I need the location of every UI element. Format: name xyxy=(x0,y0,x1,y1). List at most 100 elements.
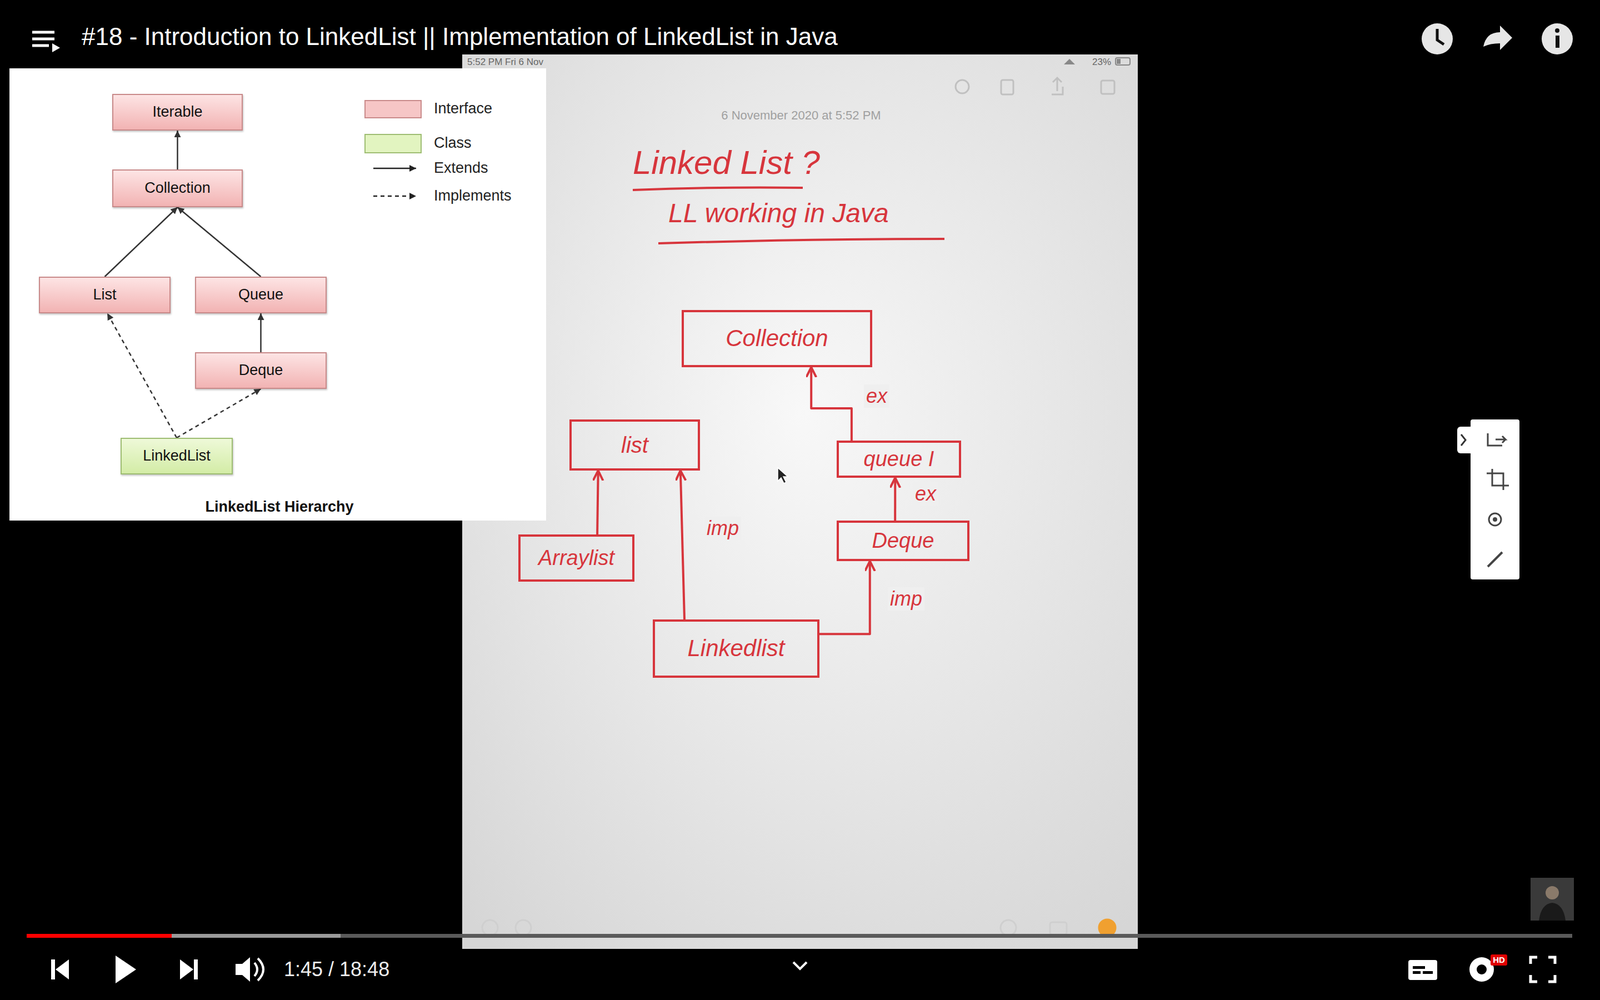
box-label: queue I xyxy=(863,447,935,472)
extends-arrow xyxy=(260,313,262,353)
channel-avatar xyxy=(1530,877,1574,921)
extends-arrow xyxy=(176,130,179,170)
notes-toolbar-icons xyxy=(955,77,1115,95)
extends-arrow xyxy=(105,207,178,277)
interface-box: Deque xyxy=(195,352,327,389)
interface-box: Collection xyxy=(112,169,243,208)
menu-icon xyxy=(52,43,60,53)
menu-icon xyxy=(32,32,60,53)
menu-icon xyxy=(32,37,55,41)
box-label: Deque xyxy=(872,528,935,554)
player-controls xyxy=(1412,971,1421,974)
player-controls xyxy=(51,955,1555,984)
interface-box: List xyxy=(38,276,171,314)
mouse-cursor xyxy=(777,467,788,484)
notes-bottom-icons xyxy=(482,920,498,936)
handwritten-underline xyxy=(658,238,945,244)
player-controls xyxy=(235,957,250,982)
progress-bar xyxy=(26,933,172,938)
legend-text: Class xyxy=(433,134,472,152)
handwritten-heading: Linked List ? xyxy=(632,143,820,182)
legend-text: Extends xyxy=(433,159,489,177)
box-label: Collection xyxy=(144,179,211,197)
battery-level: 23% xyxy=(1092,56,1112,68)
tablet-status-icons xyxy=(1116,58,1121,64)
class-box: LinkedList xyxy=(120,437,233,475)
box-label: Queue xyxy=(238,286,284,304)
notes-toolbar-icons xyxy=(1051,77,1063,95)
handwritten-box: Arraylist xyxy=(518,534,635,582)
edge-label: imp xyxy=(704,516,742,540)
hd-badge: HD xyxy=(1490,954,1508,965)
extends-arrow xyxy=(177,207,262,277)
progress-bar xyxy=(26,933,1573,938)
info-icon xyxy=(1541,23,1573,55)
info-icon xyxy=(1541,23,1573,55)
extends-arrow xyxy=(680,470,685,620)
implements-sample xyxy=(373,195,417,198)
handwritten-box: Deque xyxy=(836,520,970,562)
box-label: Linkedlist xyxy=(687,635,785,662)
extends-arrow xyxy=(819,561,870,634)
watch-later-icon xyxy=(1421,23,1453,55)
menu-icon xyxy=(32,44,49,48)
floating-toolbar xyxy=(1486,468,1509,490)
floating-toolbar xyxy=(1457,419,1520,580)
tablet-status-icons xyxy=(1063,58,1075,65)
floating-toolbar xyxy=(1488,513,1502,526)
notes-toolbar-icons xyxy=(955,80,969,94)
watch-later-icon xyxy=(1437,28,1444,45)
watch-later-icon xyxy=(1421,23,1453,55)
player-controls xyxy=(793,962,807,969)
implements-arrow xyxy=(176,388,262,438)
player-controls xyxy=(180,959,194,980)
player-controls xyxy=(193,959,198,980)
floating-toolbar xyxy=(1487,433,1506,446)
time-display: 1:45 / 18:48 xyxy=(283,957,390,981)
extends-sample xyxy=(373,167,417,170)
player-controls xyxy=(254,958,264,981)
box-label: Collection xyxy=(725,325,828,352)
box-label: Iterable xyxy=(152,103,203,121)
channel-avatar xyxy=(1530,877,1574,921)
note-date: 6 November 2020 at 5:52 PM xyxy=(721,108,881,123)
video-title: #18 - Introduction to LinkedList || Impl… xyxy=(81,22,838,52)
figure-caption: LinkedList Hierarchy xyxy=(205,498,354,516)
player-controls xyxy=(1476,964,1487,975)
interface-box: Queue xyxy=(195,276,327,314)
player-controls xyxy=(1408,960,1438,980)
player-controls xyxy=(1412,966,1425,969)
tablet-screen xyxy=(462,54,1138,949)
info-icon xyxy=(1555,35,1560,48)
box-label: Deque xyxy=(238,361,284,379)
player-controls xyxy=(51,959,55,980)
edge-label: ex xyxy=(863,384,890,408)
floating-toolbar xyxy=(1487,552,1503,567)
extends-arrow xyxy=(893,477,897,521)
box-label: LinkedList xyxy=(142,447,211,465)
notes-bottom-icons xyxy=(515,920,532,936)
channel-avatar xyxy=(1545,886,1559,900)
handwritten-box: list xyxy=(569,419,700,471)
handwritten-underline xyxy=(632,187,803,191)
box-label: list xyxy=(621,432,649,458)
progress-bar xyxy=(26,933,1573,938)
notes-toolbar-icons xyxy=(1101,80,1115,94)
legend-text: Interface xyxy=(433,100,493,118)
edge-label: imp xyxy=(887,587,925,610)
hierarchy-image-panel xyxy=(9,68,547,521)
floating-toolbar xyxy=(1492,517,1498,522)
floating-toolbar xyxy=(1461,434,1466,446)
extends-arrow xyxy=(811,367,852,441)
handwritten-box: Collection xyxy=(681,310,873,368)
box-label: Arraylist xyxy=(538,546,615,571)
legend-text: Implements xyxy=(433,187,512,205)
implements-arrow xyxy=(107,313,177,438)
channel-avatar xyxy=(1538,902,1566,921)
legend-swatch xyxy=(364,133,422,154)
info-icon xyxy=(1555,28,1560,33)
status-time: 5:52 PM Fri 6 Nov xyxy=(467,56,544,68)
menu-icon xyxy=(32,31,55,34)
